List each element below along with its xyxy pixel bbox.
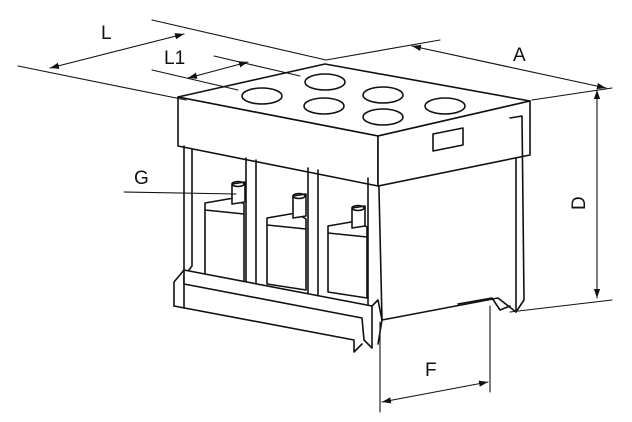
dim-L1-line bbox=[187, 61, 249, 79]
screw bbox=[231, 181, 246, 205]
dim-A-extension bbox=[325, 39, 441, 61]
dim-D-label: D bbox=[569, 196, 590, 210]
dim-L-extension bbox=[151, 19, 327, 61]
clamp-edge bbox=[327, 232, 368, 238]
screw-head bbox=[292, 192, 306, 200]
separator-walls bbox=[245, 157, 369, 305]
right-end-clip bbox=[509, 115, 525, 313]
cover-slot bbox=[432, 127, 464, 152]
left-end-plate bbox=[173, 145, 185, 307]
dim-L1-extension bbox=[213, 55, 301, 77]
top-cover-right-face bbox=[377, 100, 531, 187]
dim-F-label: F bbox=[425, 360, 437, 381]
clamp-edge bbox=[204, 209, 245, 215]
clamp bbox=[204, 197, 245, 283]
dimensions: L L1 A D F G bbox=[17, 19, 613, 413]
screw-hole bbox=[424, 97, 466, 115]
screw-hole bbox=[304, 73, 346, 91]
screw bbox=[351, 205, 366, 229]
dim-L-line bbox=[49, 33, 185, 69]
clamps bbox=[204, 180, 368, 299]
dim-F-line bbox=[381, 380, 489, 404]
dim-L1-label: L1 bbox=[164, 48, 185, 69]
dim-G-label: G bbox=[134, 168, 149, 189]
screw-hole bbox=[362, 86, 404, 104]
dim-G-leader bbox=[123, 191, 237, 195]
screw-hole bbox=[241, 87, 283, 105]
dim-L1-extension bbox=[151, 69, 239, 91]
screw-holes bbox=[241, 73, 466, 126]
screw-hole bbox=[362, 108, 404, 126]
dim-A-line bbox=[411, 44, 607, 90]
screw-hole bbox=[303, 97, 345, 115]
right-foot bbox=[457, 297, 511, 311]
dim-L-label: L bbox=[101, 23, 112, 44]
base-rail-front bbox=[173, 305, 363, 353]
screw bbox=[292, 193, 307, 219]
screw-head bbox=[351, 204, 365, 212]
clamp bbox=[327, 220, 368, 299]
terminal-block bbox=[173, 63, 531, 353]
clamp bbox=[266, 212, 307, 291]
dim-A-label: A bbox=[513, 45, 526, 66]
screw-head bbox=[231, 180, 245, 188]
dim-D-extension bbox=[509, 299, 613, 313]
clamp-edge bbox=[266, 224, 307, 230]
dim-L-extension bbox=[17, 65, 187, 101]
dim-D-extension bbox=[531, 87, 613, 101]
